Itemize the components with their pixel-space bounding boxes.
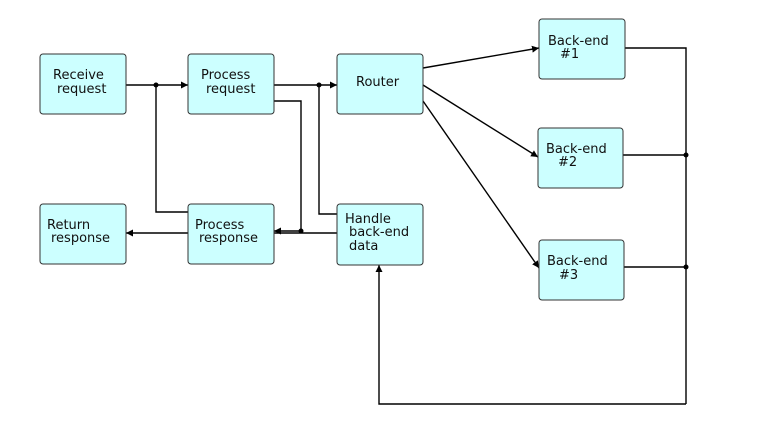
node-router: Router bbox=[336, 53, 424, 115]
edge-receive-feedback-to-process-response bbox=[155, 85, 188, 213]
junction-dot bbox=[683, 152, 689, 158]
node-label: request bbox=[57, 82, 106, 97]
node-backend-3: Back-end #3 bbox=[538, 239, 625, 301]
node-label: Back-end bbox=[548, 34, 609, 49]
edge-process-request-to-process-response bbox=[274, 100, 302, 235]
node-label: Router bbox=[356, 75, 400, 90]
node-label: request bbox=[206, 82, 255, 97]
node-label: response bbox=[199, 231, 258, 246]
node-label: response bbox=[51, 231, 110, 246]
node-backend-2: Back-end #2 bbox=[537, 127, 624, 189]
edge-backend-1-to-bus bbox=[625, 47, 687, 404]
node-receive-request: Receive request bbox=[39, 53, 127, 115]
node-label: data bbox=[349, 239, 378, 254]
node-label: Receive bbox=[53, 68, 104, 83]
edge-bus-to-handle-backend-data bbox=[375, 265, 686, 405]
node-label: Back-end bbox=[546, 142, 607, 157]
edge-router-to-backend-3 bbox=[422, 100, 540, 269]
junction-dot bbox=[316, 82, 322, 88]
node-label: Process bbox=[201, 68, 251, 83]
node-label: Handle bbox=[345, 212, 391, 227]
junctions bbox=[153, 82, 689, 270]
node-label: back-end bbox=[349, 225, 409, 240]
node-handle-backend-data: Handle back-end data bbox=[336, 203, 424, 266]
node-return-response: Return response bbox=[39, 203, 127, 265]
node-backend-1: Back-end #1 bbox=[538, 18, 626, 80]
node-label: #1 bbox=[560, 47, 579, 62]
node-label: Return bbox=[47, 218, 90, 233]
node-process-request: Process request bbox=[187, 53, 275, 115]
node-process-response: Process response bbox=[187, 203, 275, 265]
node-label: Process bbox=[195, 218, 245, 233]
junction-dot bbox=[298, 228, 304, 234]
edge-router-to-backend-1 bbox=[422, 45, 540, 69]
node-label: #3 bbox=[559, 268, 578, 283]
edge-process-request-branch-to-handle bbox=[318, 85, 337, 215]
node-label: #2 bbox=[558, 155, 577, 170]
junction-dot bbox=[153, 82, 159, 88]
junction-dot bbox=[683, 264, 689, 270]
edge-router-to-backend-2 bbox=[422, 84, 539, 158]
node-label: Back-end bbox=[547, 254, 608, 269]
connectors bbox=[126, 45, 687, 405]
